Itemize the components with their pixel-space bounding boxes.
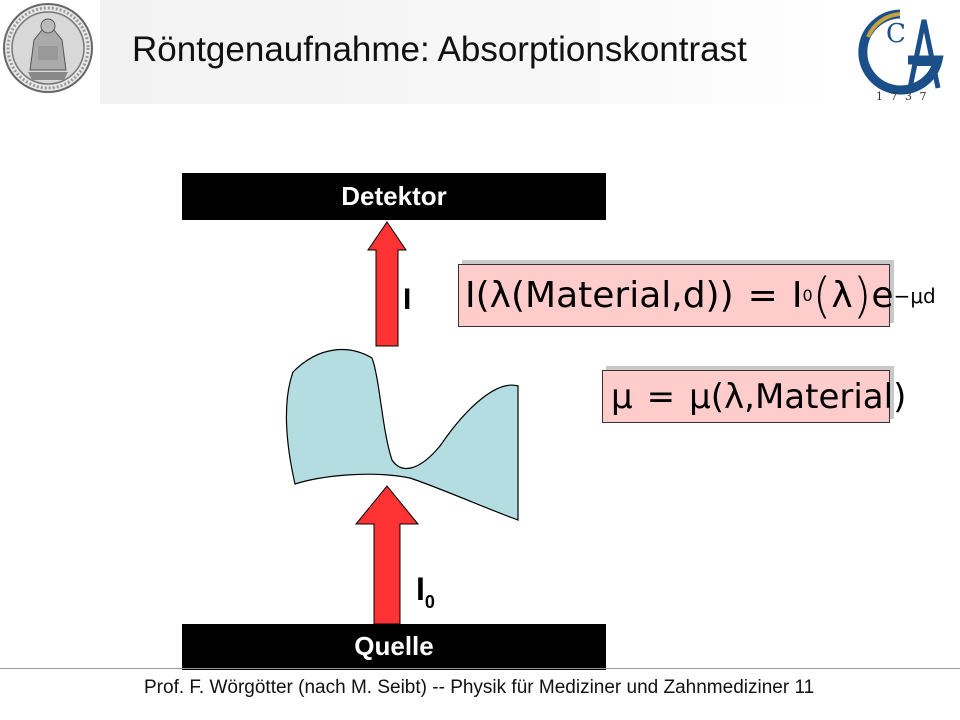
transmitted-beam-arrow xyxy=(367,221,407,347)
goettingen-1737-logo-icon: C 1 7 3 7 xyxy=(858,9,944,102)
open-paren: ( xyxy=(812,267,832,324)
intensity-equation-equals: = xyxy=(747,275,778,316)
university-seal-icon xyxy=(3,3,93,93)
logo-year: 1 7 3 7 xyxy=(876,90,928,102)
intensity-equation-exponent: −μd xyxy=(893,283,936,308)
absorbing-object xyxy=(285,348,519,521)
page-number: 11 xyxy=(794,677,815,698)
intensity-equation-lambda: λ xyxy=(831,275,853,316)
transmitted-intensity-label: I xyxy=(403,283,412,316)
incident-intensity-subscript: 0 xyxy=(424,592,435,612)
intensity-equation-exp-base: e xyxy=(871,275,894,316)
svg-text:C: C xyxy=(886,19,906,49)
title-band xyxy=(100,0,840,104)
source-bar: Quelle xyxy=(182,624,606,670)
detector-bar: Detektor xyxy=(182,173,606,220)
mu-equation-equals: = xyxy=(646,376,676,417)
intensity-equation-i: I xyxy=(791,275,803,316)
footer-divider xyxy=(0,668,960,669)
mu-equation-rhs: μ(λ,Material) xyxy=(689,376,907,417)
mu-equation: μ = μ(λ,Material) xyxy=(603,371,906,422)
mu-equation-lhs: μ xyxy=(611,376,633,417)
incident-intensity-symbol: I xyxy=(416,571,425,607)
intensity-equation-i-sub: 0 xyxy=(802,286,813,305)
incident-intensity-label: I0 xyxy=(416,571,435,613)
slide-footer: Prof. F. Wörgötter (nach M. Seibt) -- Ph… xyxy=(144,677,814,699)
slide-title: Röntgenaufnahme: Absorptionskontrast xyxy=(132,30,747,69)
mu-equation-box: μ = μ(λ,Material) xyxy=(602,370,906,423)
footer-text: Prof. F. Wörgötter (nach M. Seibt) -- Ph… xyxy=(144,677,790,698)
close-paren: ) xyxy=(852,267,872,324)
intensity-equation-lhs: I(λ(Material,d)) xyxy=(465,275,734,316)
incident-beam-arrow xyxy=(354,485,420,625)
